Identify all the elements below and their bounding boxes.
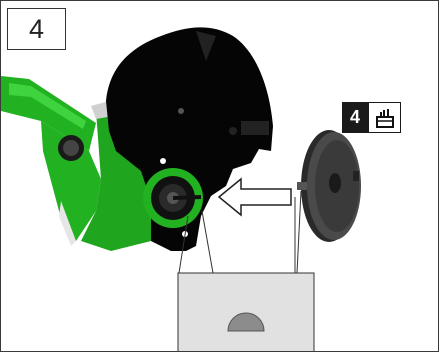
step-number-box: 4 [7, 8, 66, 50]
parts-box-icon [368, 102, 401, 133]
spool-cap [297, 130, 361, 242]
part-reference-badge: 4 [342, 102, 401, 133]
step-number: 4 [29, 14, 44, 45]
part-number: 4 [342, 102, 368, 133]
callout-detail [178, 273, 314, 351]
insert-arrow [219, 179, 291, 215]
